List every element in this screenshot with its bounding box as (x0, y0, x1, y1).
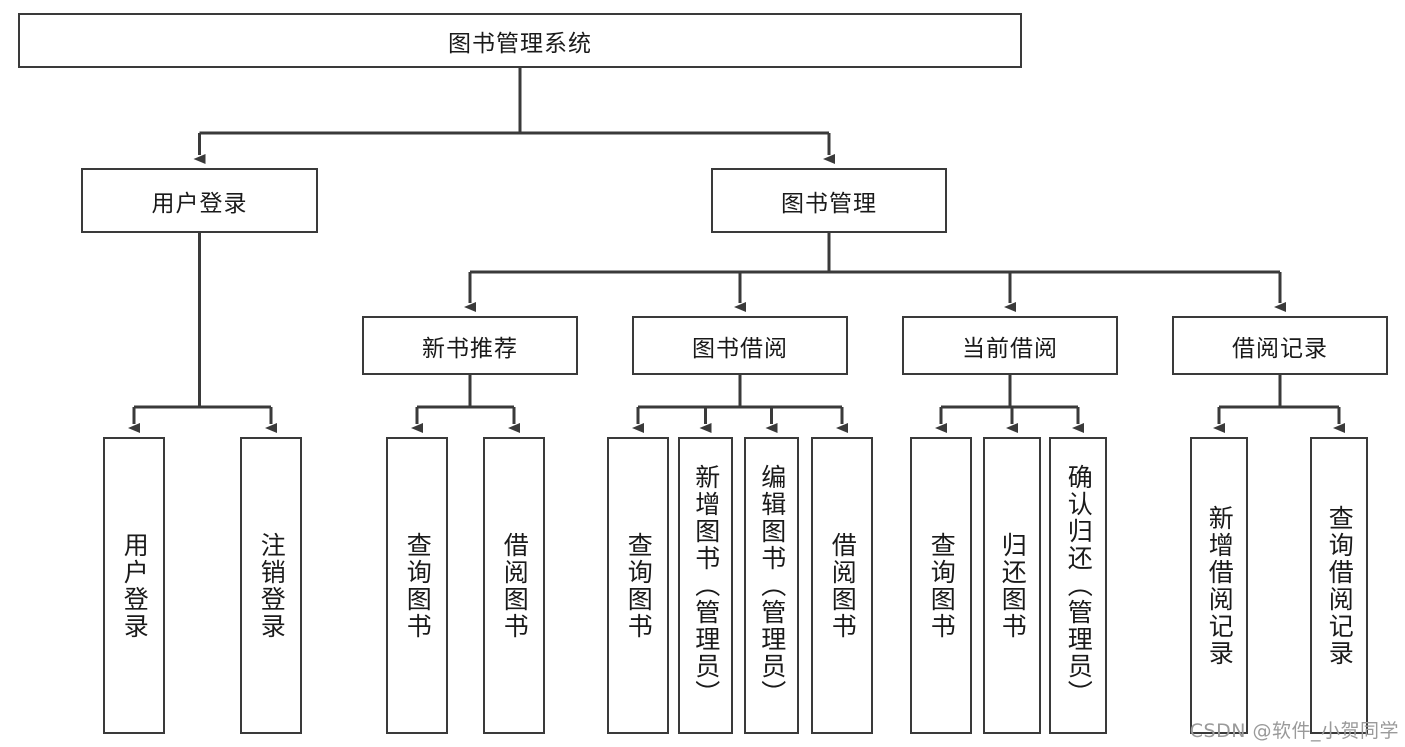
node-label: 查询图书 (927, 531, 957, 640)
csdn-watermark: CSDN @软件_小贺同学 (1189, 720, 1399, 742)
node-leaf-query-book-2[interactable]: 查询图书 (607, 437, 669, 734)
node-leaf-query-record[interactable]: 查询借阅记录 (1310, 437, 1368, 734)
node-new-book-recommend[interactable]: 新书推荐 (362, 316, 578, 375)
node-label: 图书管理系统 (448, 30, 592, 57)
node-label: 新增借阅记录 (1205, 504, 1235, 667)
node-leaf-edit-book[interactable]: 编辑图书（管理员） (744, 437, 799, 734)
node-label: 借阅图书 (500, 531, 530, 640)
node-book-borrow[interactable]: 图书借阅 (632, 316, 848, 375)
node-label: 用户登录 (151, 190, 248, 217)
node-leaf-add-record[interactable]: 新增借阅记录 (1190, 437, 1248, 734)
node-leaf-query-book-1[interactable]: 查询图书 (386, 437, 448, 734)
node-label: 当前借阅 (962, 335, 1058, 362)
node-user-login[interactable]: 用户登录 (81, 168, 318, 233)
node-label: 查询借阅记录 (1325, 504, 1355, 667)
node-root[interactable]: 图书管理系统 (18, 13, 1022, 68)
node-label: 用户登录 (120, 531, 150, 640)
node-leaf-borrow-book-1[interactable]: 借阅图书 (483, 437, 545, 734)
node-label: 新增图书（管理员） (691, 464, 721, 707)
node-label: 新书推荐 (422, 335, 518, 362)
node-book-manage[interactable]: 图书管理 (711, 168, 947, 233)
node-leaf-logout[interactable]: 注销登录 (240, 437, 302, 734)
node-label: 图书借阅 (692, 335, 788, 362)
node-borrow-record[interactable]: 借阅记录 (1172, 316, 1388, 375)
node-leaf-add-book[interactable]: 新增图书（管理员） (678, 437, 733, 734)
node-label: 图书管理 (781, 190, 877, 217)
node-current-borrow[interactable]: 当前借阅 (902, 316, 1118, 375)
node-label: 查询图书 (624, 531, 654, 640)
node-leaf-return-book[interactable]: 归还图书 (983, 437, 1041, 734)
node-label: 归还图书 (998, 531, 1028, 640)
node-label: 注销登录 (257, 531, 287, 640)
node-leaf-user-login[interactable]: 用户登录 (103, 437, 165, 734)
node-label: 编辑图书（管理员） (757, 464, 787, 707)
node-label: 确认归还（管理员） (1064, 464, 1094, 707)
node-leaf-confirm-return[interactable]: 确认归还（管理员） (1049, 437, 1107, 734)
node-leaf-query-book-3[interactable]: 查询图书 (910, 437, 972, 734)
node-leaf-borrow-book-2[interactable]: 借阅图书 (811, 437, 873, 734)
node-label: 借阅记录 (1232, 335, 1328, 362)
node-label: 查询图书 (403, 531, 433, 640)
node-label: 借阅图书 (828, 531, 858, 640)
